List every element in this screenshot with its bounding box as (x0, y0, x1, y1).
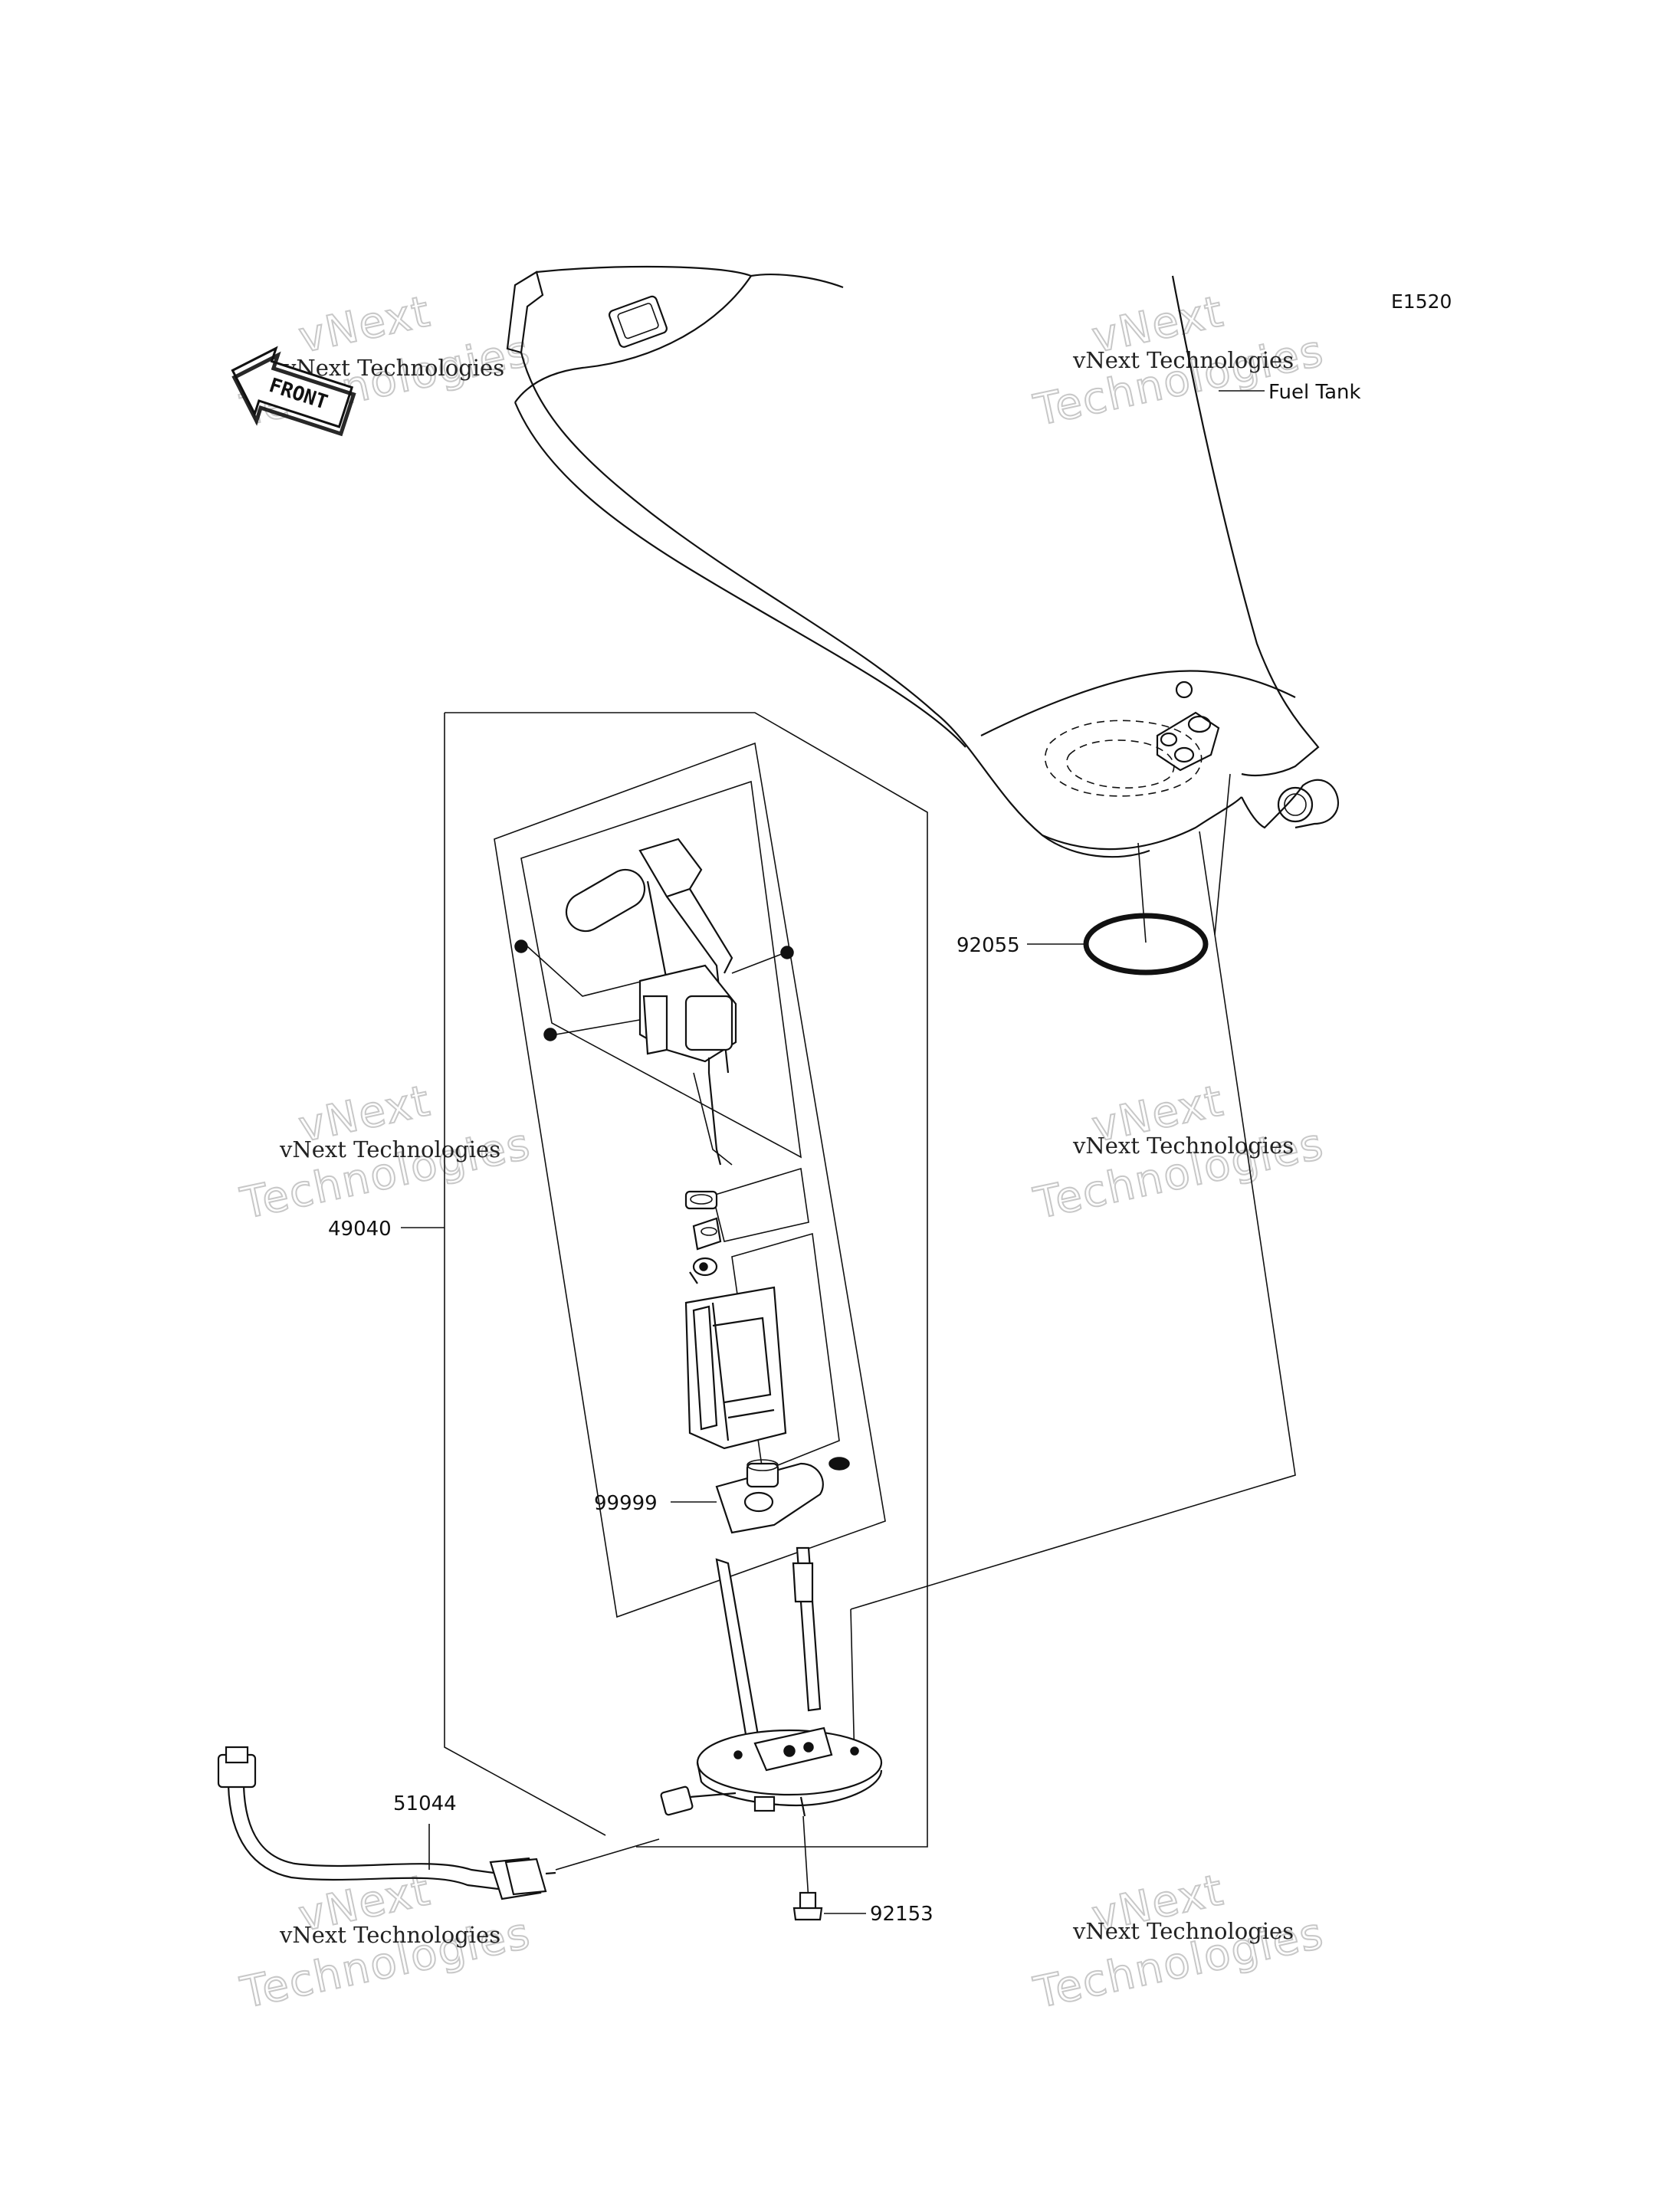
watermark-big-text: Technologies (236, 1119, 535, 1229)
watermark-small-text: vNext Technologies (279, 1922, 500, 1948)
watermark-mid-right: vNext Technologies vNext Technologies (1029, 1075, 1329, 1230)
assembly-outline (444, 712, 1296, 1848)
watermark-small-text: vNext Technologies (1072, 347, 1294, 373)
watermark-small-text: vNext Technologies (1072, 1133, 1294, 1159)
fuel-tank-drawing (506, 265, 1340, 858)
screw-92153-icon (792, 1815, 823, 1921)
fuel-filter-99999-icon (715, 1457, 850, 1534)
fuel-pump-motor-icon (684, 1286, 787, 1450)
front-arrow-icon: FRONT (231, 346, 356, 437)
tank-fitting-icon (1156, 711, 1220, 772)
o-ring-92055 (1083, 913, 1209, 976)
watermark-bottom-right: vNext Technologies vNext Technologies (1029, 1864, 1329, 2019)
callout-92055: 92055 (956, 934, 1020, 957)
diagram-code: E1520 (1391, 290, 1452, 313)
watermark-small-text: vNext Technologies (279, 1136, 500, 1162)
callout-92153: 92153 (870, 1903, 934, 1926)
watermark-small-text: vNext Technologies (1072, 1918, 1294, 1944)
callout-49040: 49040 (328, 1218, 392, 1241)
watermark-mid-left: vNext Technologies vNext Technologies (235, 1075, 536, 1230)
pump-base-plate-icon (660, 1546, 883, 1817)
wire-harness-51044-icon (217, 1746, 660, 1900)
pump-frame (494, 742, 886, 1618)
pump-bracket-icon (514, 939, 794, 1166)
callout-51044: 51044 (393, 1792, 457, 1815)
callout-99999: 99999 (594, 1492, 658, 1515)
fuel-tank-ref-label: Fuel Tank (1268, 381, 1361, 404)
pressure-regulator-icon (684, 1190, 722, 1284)
